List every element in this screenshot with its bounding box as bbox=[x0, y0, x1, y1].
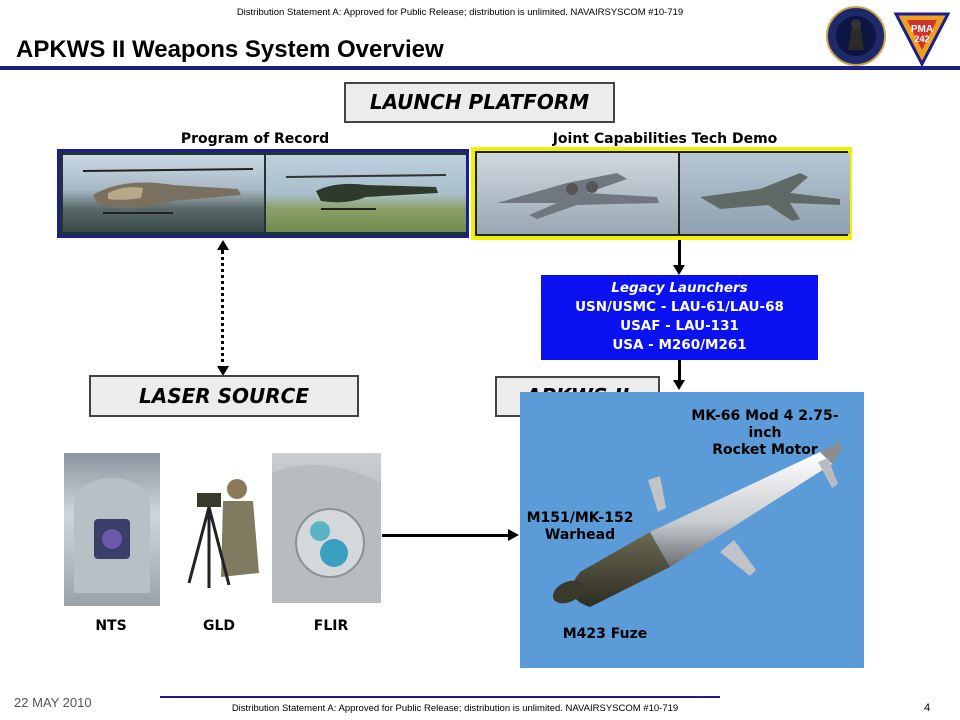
page-title: APKWS II Weapons System Overview bbox=[16, 36, 444, 63]
svg-text:242: 242 bbox=[914, 34, 929, 44]
legacy-launcher-line: USAF - LAU-131 bbox=[620, 318, 739, 334]
rocket-motor-label: MK-66 Mod 4 2.75- inch Rocket Motor bbox=[691, 408, 839, 458]
apkws-rocket-illustration bbox=[552, 442, 842, 607]
launch-platform-heading: LAUNCH PLATFORM bbox=[344, 82, 615, 123]
flir-caption: FLIR bbox=[313, 618, 349, 634]
distribution-statement-bottom: Distribution Statement A: Approved for P… bbox=[231, 703, 679, 714]
laser-source-heading: LASER SOURCE bbox=[89, 375, 359, 417]
legacy-launcher-line: USN/USMC - LAU-61/LAU-68 bbox=[575, 299, 784, 315]
huey-helicopter-photo bbox=[266, 155, 466, 232]
footer-divider bbox=[160, 696, 720, 698]
arrowhead-right bbox=[508, 529, 519, 541]
legacy-launchers-box: Legacy Launchers USN/USMC - LAU-61/LAU-6… bbox=[541, 275, 818, 360]
fuze-label: M423 Fuze bbox=[562, 626, 648, 642]
distribution-statement-top: Distribution Statement A: Approved for P… bbox=[236, 7, 684, 18]
flir-photo bbox=[272, 453, 381, 603]
cobra-helicopter-photo bbox=[63, 155, 264, 232]
arrowhead-apkws bbox=[673, 380, 685, 390]
a10-aircraft-photo bbox=[477, 153, 678, 234]
title-divider bbox=[0, 66, 960, 70]
program-executive-seal-logo bbox=[826, 6, 886, 66]
apkws-rocket-panel: MK-66 Mod 4 2.75- inch Rocket Motor M151… bbox=[520, 392, 864, 668]
arrowhead-up bbox=[217, 240, 229, 250]
page-number: 4 bbox=[924, 702, 931, 714]
program-of-record-photo-frame bbox=[57, 149, 469, 238]
nts-caption: NTS bbox=[95, 618, 127, 634]
nts-photo bbox=[64, 453, 160, 606]
joint-demo-label: Joint Capabilities Tech Demo bbox=[552, 131, 778, 147]
dotted-link-line bbox=[221, 250, 224, 370]
svg-text:PMA: PMA bbox=[911, 24, 933, 35]
pma-242-logo: PMA 242 bbox=[893, 8, 951, 68]
joint-demo-photo-frame bbox=[471, 147, 852, 240]
program-of-record-label: Program of Record bbox=[180, 131, 330, 147]
arrowhead-legacy bbox=[673, 265, 685, 275]
footer-date: 22 MAY 2010 bbox=[14, 695, 92, 710]
gld-photo bbox=[167, 453, 270, 603]
gld-caption: GLD bbox=[202, 618, 236, 634]
legacy-launchers-title: Legacy Launchers bbox=[611, 280, 748, 296]
warhead-label: M151/MK-152 Warhead bbox=[526, 510, 634, 543]
harrier-aircraft-photo bbox=[680, 153, 850, 234]
connector-laser-to-apkws bbox=[382, 534, 510, 537]
connector-demo-to-legacy bbox=[678, 240, 681, 268]
connector-legacy-to-apkws bbox=[678, 360, 681, 382]
legacy-launcher-line: USA - M260/M261 bbox=[612, 337, 747, 353]
watermark-text: 知乎 @熊davidxtb bbox=[700, 672, 909, 700]
arrowhead-down bbox=[217, 366, 229, 376]
